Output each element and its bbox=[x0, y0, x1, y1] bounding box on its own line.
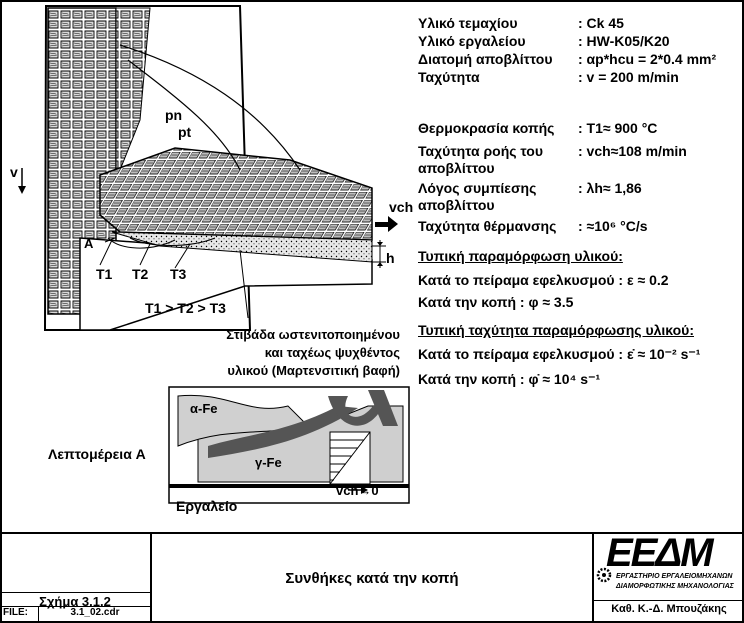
property-value: : HW-K05/K20 bbox=[578, 32, 716, 50]
property-label: Υλικό εργαλείου bbox=[418, 32, 553, 50]
strain-heading: Τυπική παραμόρφωση υλικού: bbox=[418, 248, 623, 264]
property-label: Θερμοκρασία κοπής bbox=[418, 120, 554, 136]
author-name: Καθ. Κ.-Δ. Μπουζάκης bbox=[594, 603, 744, 615]
drawing-title-cell: Συνθήκες κατά την κοπή bbox=[152, 534, 592, 623]
h-arrow-top bbox=[377, 242, 383, 246]
properties-labels: Υλικό τεμαχίου Υλικό εργαλείου Διατομή α… bbox=[418, 14, 553, 86]
tool-label: Εργαλείο bbox=[176, 498, 237, 514]
pt-label: pt bbox=[178, 124, 191, 140]
property-value: : ≈10⁶ °C/s bbox=[578, 218, 648, 234]
lab-name-line2: ΔΙΑΜΟΡΦΩΤΙΚΗΣ ΜΗΧΑΝΟΛΟΓΙΑΣ bbox=[616, 583, 734, 590]
title-block-row-line bbox=[0, 592, 150, 593]
temperature-order: T1 > T2 > T3 bbox=[145, 300, 226, 316]
file-label: FILE: bbox=[3, 607, 28, 618]
alpha-fe-label: α-Fe bbox=[190, 401, 218, 416]
property-value: : αp*hcu = 2*0.4 mm² bbox=[578, 50, 716, 68]
strain-rate-cutting: Κατά την κοπή : φ̇ ≈ 10⁴ s⁻¹ bbox=[418, 371, 600, 388]
pn-label: pn bbox=[165, 107, 182, 123]
property-label: Ταχύτητα θέρμανσης bbox=[418, 218, 556, 234]
lab-logo: ΕΕΔΜ ΕΡΓΑΣΤΗΡΙΟ ΕΡΓΑΛΕΙΟΜΗΧΑΝΩΝ ΔΙΑΜΟΡΦΩ… bbox=[596, 537, 742, 599]
layer-note-3: υλικού (Μαρτενσιτική βαφή) bbox=[200, 363, 400, 378]
T2-label: T2 bbox=[132, 266, 148, 282]
property-value: : T1≈ 900 °C bbox=[578, 120, 657, 136]
logo-wordmark: ΕΕΔΜ bbox=[606, 531, 712, 576]
v-label: v bbox=[10, 164, 18, 180]
strain-rate-tensile: Κατά το πείραμα εφελκυσμού : ε̇ ≈ 10⁻² s… bbox=[418, 346, 700, 363]
h-label: h bbox=[386, 250, 395, 266]
gamma-fe-label: γ-Fe bbox=[255, 455, 282, 470]
property-label: Υλικό τεμαχίου bbox=[418, 14, 553, 32]
chip-velocity-arrow-head bbox=[388, 216, 398, 232]
property-value: : λh≈ 1,86 bbox=[578, 180, 642, 196]
property-label: Ταχύτητα bbox=[418, 68, 553, 86]
T1-label: T1 bbox=[96, 266, 112, 282]
logo-divider bbox=[592, 600, 744, 601]
property-value: : Ck 45 bbox=[578, 14, 716, 32]
lab-name-line1: ΕΡΓΑΣΤΗΡΙΟ ΕΡΓΑΛΕΙΟΜΗΧΑΝΩΝ bbox=[616, 573, 733, 580]
T3-label: T3 bbox=[170, 266, 186, 282]
file-name: 3.1_02.cdr bbox=[42, 607, 148, 618]
property-value: : v = 200 m/min bbox=[578, 68, 716, 86]
strain-rate-heading: Τυπική ταχύτητα παραμόρφωσης υλικού: bbox=[418, 322, 694, 338]
A-label: A bbox=[84, 236, 93, 251]
detail-A-label: Λεπτομέρεια A bbox=[48, 446, 146, 462]
property-label: Λόγος συμπίεσης αποβλίττου bbox=[418, 180, 568, 214]
layer-note-1: Στιβάδα ωστενιτοποιημένου bbox=[200, 327, 400, 342]
vch-zero-label: vch→0 bbox=[336, 483, 379, 498]
strain-tensile: Κατά το πείραμα εφελκυσμού : ε ≈ 0.2 bbox=[418, 272, 669, 288]
feed-arrow-head bbox=[18, 186, 26, 194]
chip-velocity-arrow bbox=[375, 222, 389, 227]
property-value: : vch≈108 m/min bbox=[578, 143, 687, 159]
gear-icon bbox=[596, 567, 612, 583]
layer-note-2: και ταχέως ψυχθέντος bbox=[200, 345, 400, 360]
vch-label: vch bbox=[389, 199, 413, 215]
property-label: Ταχύτητα ροής του αποβλίττου bbox=[418, 143, 568, 177]
properties-values: : Ck 45 : HW-K05/K20 : αp*hcu = 2*0.4 mm… bbox=[578, 14, 716, 86]
h-arrow-bottom bbox=[377, 262, 383, 266]
strain-cutting: Κατά την κοπή : φ ≈ 3.5 bbox=[418, 294, 573, 310]
property-label: Διατομή αποβλίττου bbox=[418, 50, 553, 68]
drawing-title: Συνθήκες κατά την κοπή bbox=[285, 570, 458, 587]
